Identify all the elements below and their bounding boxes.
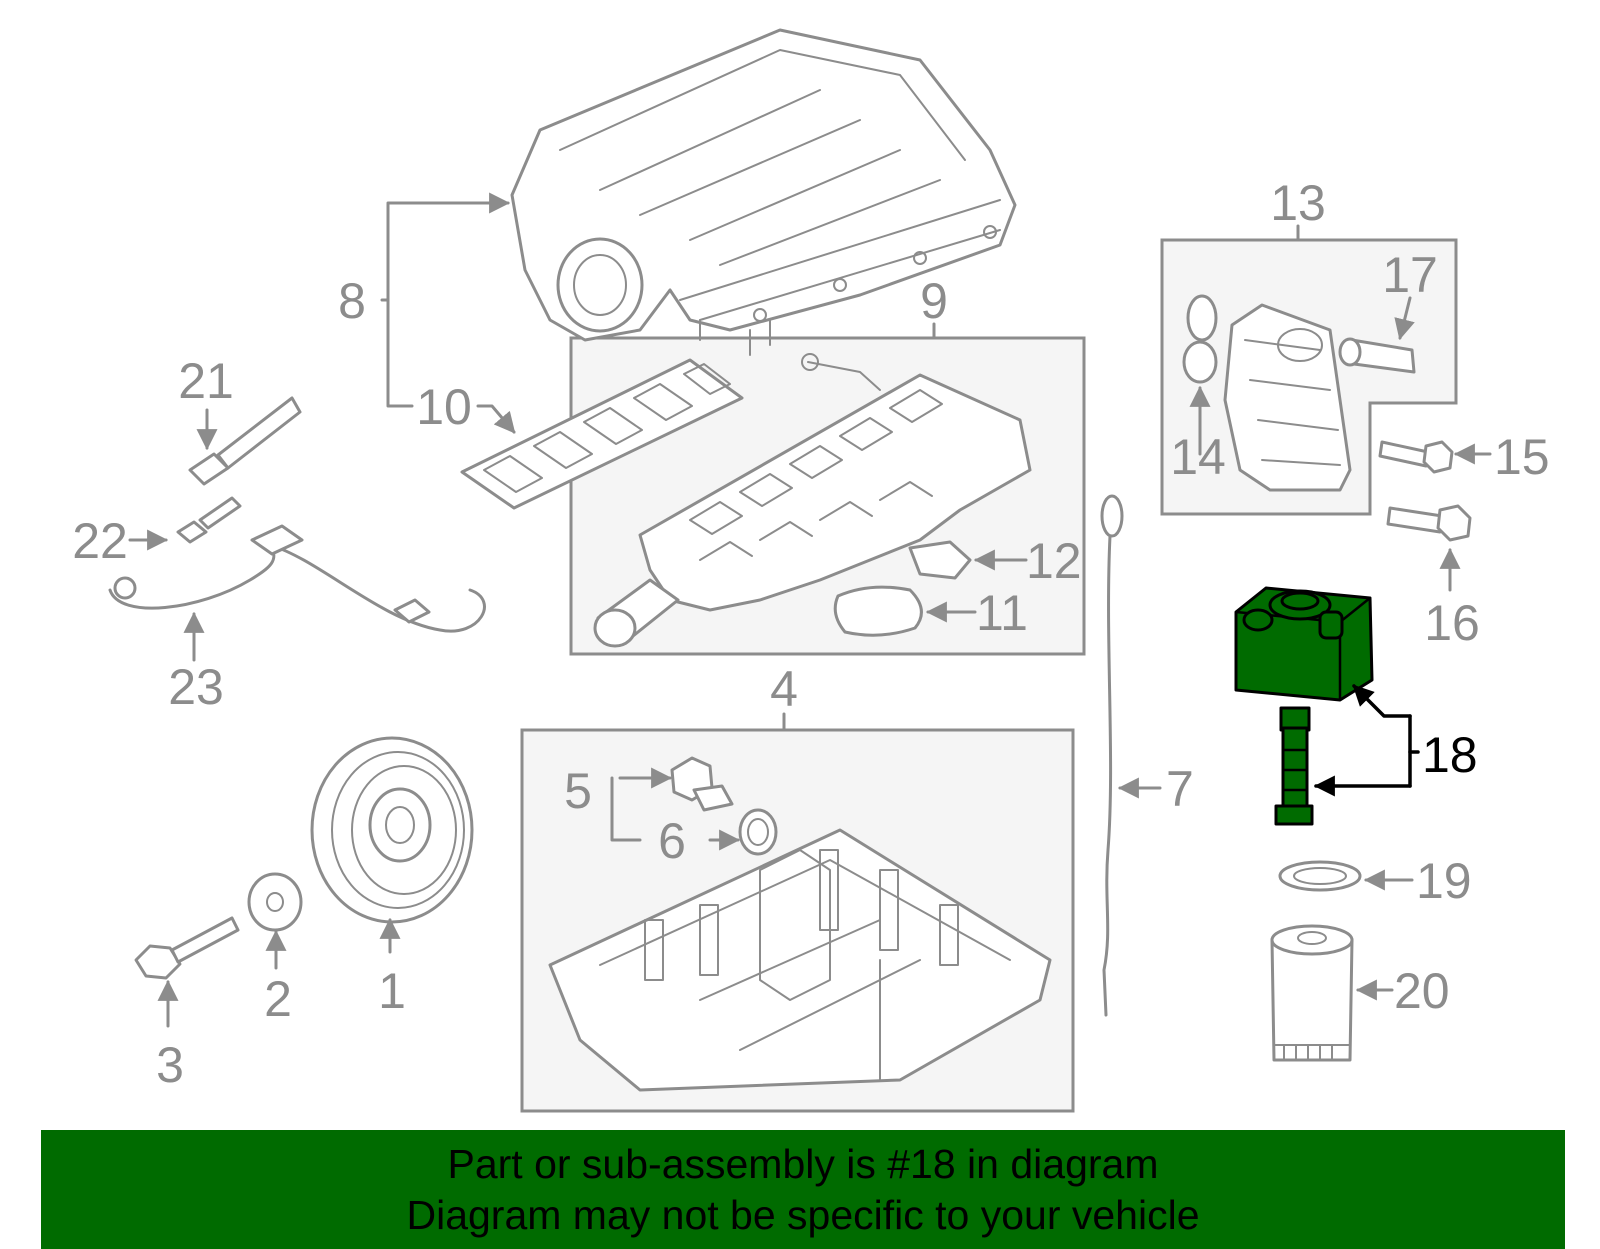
oil-filter-adapter-part [1223,303,1352,492]
callout-11: 11 [976,585,1028,641]
callout-9: 9 [920,273,948,329]
oring-part-14 [1182,294,1218,384]
info-banner: Part or sub-assembly is #18 in diagram D… [41,1130,1565,1249]
oil-cooler-part [1234,586,1374,702]
oil-filter-part [1270,924,1354,1062]
sensor-part-17 [1338,337,1416,374]
callout-12: 12 [1026,533,1082,589]
callout-8: 8 [338,273,366,329]
dipstick-part [1100,494,1124,1017]
sensor-part-22 [176,496,242,544]
callout-17: 17 [1382,247,1438,303]
callout-23: 23 [168,659,224,715]
callout-3: 3 [156,1037,184,1093]
manifold-gasket-part [460,358,744,510]
leader-lines [128,192,1492,1028]
callout-10: 10 [416,379,472,435]
callout-7: 7 [1166,761,1194,817]
pulley-washer-part [247,872,303,932]
gasket-part-11 [833,585,923,637]
callout-13: 13 [1270,175,1326,231]
callout-16: 16 [1424,595,1480,651]
banner-line-1: Part or sub-assembly is #18 in diagram [447,1140,1159,1187]
banner-line-2: Diagram may not be specific to your vehi… [406,1191,1200,1238]
callout-6: 6 [658,813,686,869]
drain-washer-part [738,808,778,856]
sensor-part-21 [188,396,302,486]
callout-21: 21 [178,353,234,409]
callout-14: 14 [1170,429,1226,485]
callout-20: 20 [1394,963,1450,1019]
callout-15: 15 [1494,429,1550,485]
wiring-harness-part [108,524,486,633]
gasket-part-19 [1278,860,1362,892]
bolt-part-15 [1378,440,1454,474]
intake-manifold-part [510,28,1017,356]
callout-4: 4 [770,661,798,717]
leader-lines-18 [1313,684,1420,797]
bolt-part-16 [1386,504,1472,542]
callout-2: 2 [264,971,292,1027]
callout-22: 22 [72,513,128,569]
callout-labels: 1 2 3 4 5 6 7 8 9 10 11 12 13 14 15 16 1… [72,175,1549,1093]
lower-intake-manifold-part [593,353,1032,648]
callout-19: 19 [1416,853,1472,909]
oil-pan-part [548,828,1052,1092]
callout-5: 5 [564,763,592,819]
pulley-bolt-part [134,916,240,980]
gasket-part-12 [908,540,972,580]
oil-cooler-stud-part [1274,706,1314,826]
crankshaft-pulley-part [310,736,474,924]
drain-plug-part [670,756,734,812]
callout-18: 18 [1422,727,1478,783]
callout-1: 1 [378,963,406,1019]
